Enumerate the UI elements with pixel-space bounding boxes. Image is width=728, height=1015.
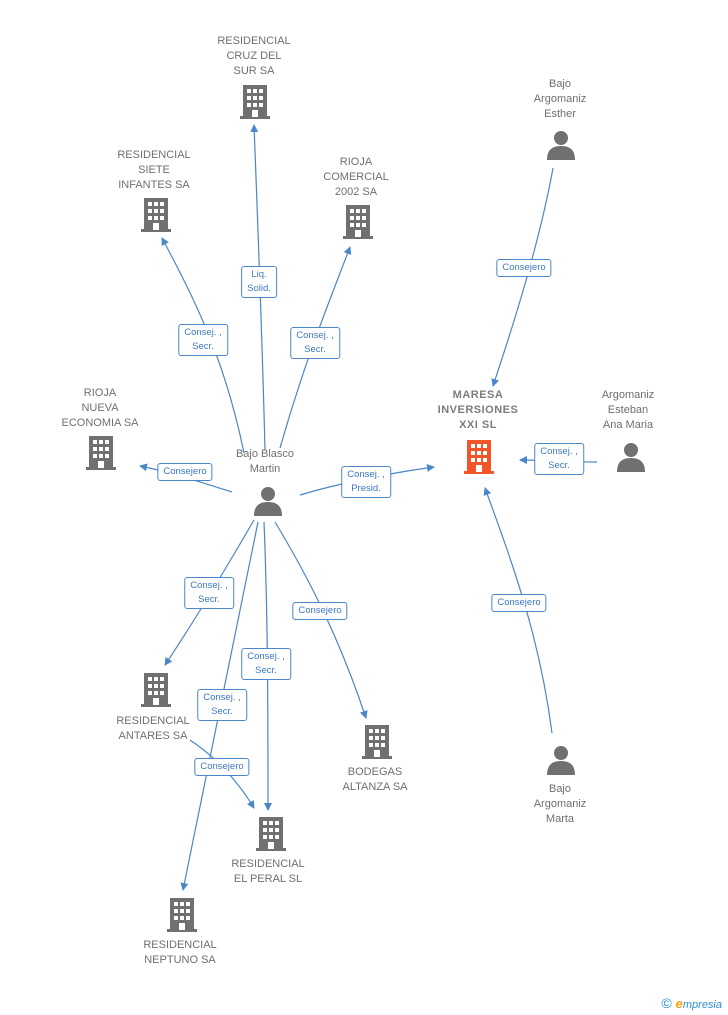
node-label-bajo-marta[interactable]: Bajo Argomaniz Marta (533, 783, 587, 825)
bajo-marta-person-icon (547, 746, 575, 775)
node-label-neptuno[interactable]: RESIDENCIAL NEPTUNO SA (143, 939, 217, 966)
edge-label-antares-consej[interactable]: Consej. , Secr. (184, 577, 234, 609)
node-label-argomaniz-ana[interactable]: Argomaniz Esteban Ana Maria (601, 389, 655, 431)
bajo-blasco-person-icon (254, 487, 282, 516)
edge-label-peral-consej[interactable]: Consej. , Secr. (241, 648, 291, 680)
brand-rest: mpresia (682, 998, 722, 1011)
rioja-comercial-building-icon (343, 205, 373, 239)
node-label-bajo-blasco[interactable]: Bajo Blasco Martin (235, 448, 295, 475)
cruz-del-sur-building-icon (240, 85, 270, 119)
edge-bodegas (274, 521, 368, 719)
maresa-building-icon (464, 440, 494, 474)
node-label-siete-infantes[interactable]: RESIDENCIAL SIETE INFANTES SA (117, 149, 191, 191)
argomaniz-ana-person-icon (617, 443, 645, 472)
node-label-maresa[interactable]: MARESA INVERSIONES XXI SL (437, 389, 519, 431)
node-label-bodegas[interactable]: BODEGAS ALTANZA SA (342, 766, 408, 793)
siete-infantes-building-icon (141, 198, 171, 232)
node-label-bajo-esther[interactable]: Bajo Argomaniz Esther (533, 78, 587, 120)
copyright-icon: © (661, 995, 672, 1011)
rioja-nueva-building-icon (86, 436, 116, 470)
edge-label-maresa-consej-presid[interactable]: Consej. , Presid. (341, 466, 391, 498)
node-label-el-peral[interactable]: RESIDENCIAL EL PERAL SL (231, 858, 305, 885)
edge-label-rioja-nueva-consejero[interactable]: Consejero (157, 463, 213, 481)
edge-label-bodegas-consejero[interactable]: Consejero (292, 602, 348, 620)
node-label-cruz-del-sur[interactable]: RESIDENCIAL CRUZ DEL SUR SA (217, 35, 291, 77)
edge-label-siete-consej[interactable]: Consej. , Secr. (178, 324, 228, 356)
edge-label-marta-consejero[interactable]: Consejero (491, 594, 547, 612)
brand-e: e (675, 995, 683, 1011)
edge-label-liq-solid[interactable]: Liq. Solid. (241, 266, 277, 298)
edge-label-antares-peral-consejero[interactable]: Consejero (194, 758, 250, 776)
antares-building-icon (141, 673, 171, 707)
edge-esther (491, 167, 554, 387)
node-label-antares[interactable]: RESIDENCIAL ANTARES SA (116, 715, 190, 742)
brand-logo[interactable]: © empresia (661, 995, 722, 1011)
node-label-rioja-nueva[interactable]: RIOJA NUEVA ECONOMIA SA (61, 387, 139, 429)
edge-label-ana-consej[interactable]: Consej. , Secr. (534, 443, 584, 475)
bajo-esther-person-icon (547, 131, 575, 160)
brand-wordmark: empresia (676, 996, 722, 1011)
neptuno-building-icon (167, 898, 197, 932)
edge-label-neptuno-consej[interactable]: Consej. , Secr. (197, 689, 247, 721)
node-label-rioja-comercial[interactable]: RIOJA COMERCIAL 2002 SA (323, 156, 389, 198)
edge-label-esther-consejero[interactable]: Consejero (496, 259, 552, 277)
el-peral-building-icon (256, 817, 286, 851)
bodegas-building-icon (362, 725, 392, 759)
edge-label-rioja-com-consej[interactable]: Consej. , Secr. (290, 327, 340, 359)
